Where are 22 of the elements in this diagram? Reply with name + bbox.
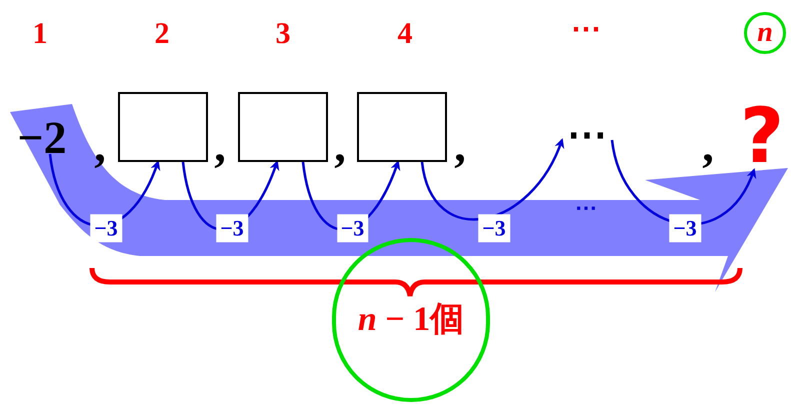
index-number: 3 xyxy=(276,19,290,49)
index-number: ⋯ xyxy=(571,15,601,45)
edge-label: −3 xyxy=(336,214,368,242)
index-number: 2 xyxy=(154,19,170,49)
comma: , xyxy=(334,123,346,169)
comma: , xyxy=(214,123,226,169)
index-number: 1 xyxy=(32,19,48,49)
edge-label: −3 xyxy=(669,214,701,242)
comma: , xyxy=(702,123,714,169)
circled-variable: n xyxy=(757,19,773,47)
step-arrow xyxy=(420,138,564,221)
edge-label: −3 xyxy=(90,214,122,242)
question-mark: ? xyxy=(740,98,784,174)
ellipsis-text: ⋯ xyxy=(575,197,597,219)
term-text: −2 xyxy=(17,115,67,161)
count-label: n − 1個 xyxy=(358,303,464,337)
comma: , xyxy=(94,123,106,169)
edge-label: −3 xyxy=(478,214,510,242)
ellipsis-text: ⋯ xyxy=(567,115,607,155)
comma: , xyxy=(454,123,466,169)
edge-label: −3 xyxy=(216,214,248,242)
index-number: 4 xyxy=(398,19,412,49)
